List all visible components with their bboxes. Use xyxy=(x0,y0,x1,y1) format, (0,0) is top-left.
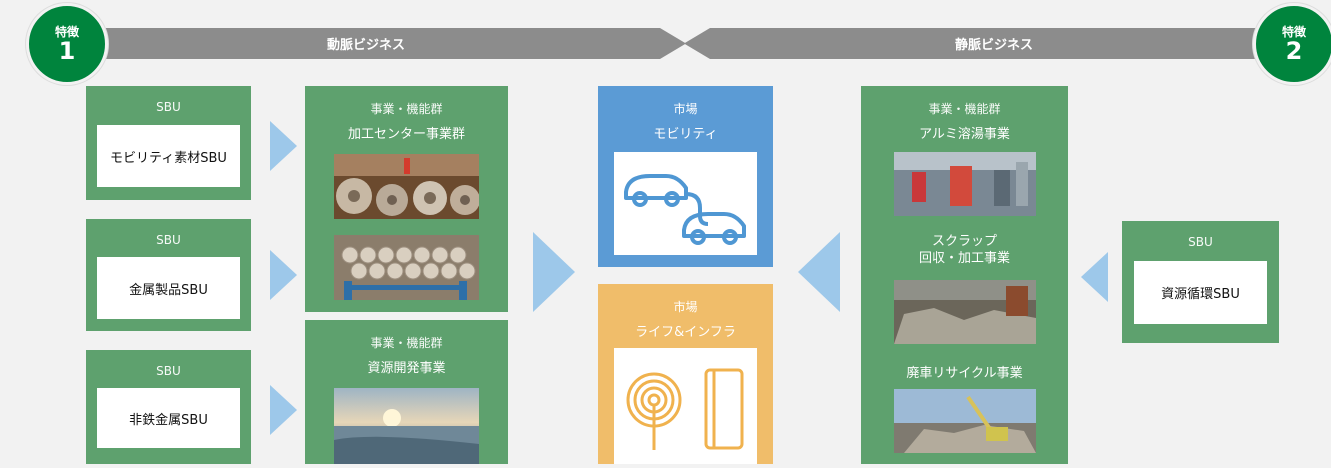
resource-development-box: 事業・機能群 資源開発事業 xyxy=(305,320,508,464)
market-caption: 市場 xyxy=(673,300,698,314)
arrow-left-from-sbu xyxy=(1081,252,1108,302)
sbu-box-mobility: SBU モビリティ素材SBU xyxy=(86,86,251,200)
arrow-right-1 xyxy=(270,121,297,171)
sbu-name: 非鉄金属SBU xyxy=(97,388,240,448)
business-title: 加工センター事業群 xyxy=(347,127,465,142)
arrow-right-3 xyxy=(270,385,297,435)
infra-panel xyxy=(614,348,757,464)
market-caption: 市場 xyxy=(673,102,698,116)
venous-business-banner: 静脈ビジネス xyxy=(724,28,1264,59)
sbu-box-resource-circulation: SBU 資源循環SBU xyxy=(1122,221,1279,343)
feature-number: 1 xyxy=(58,37,76,65)
aluminum-melt-title: アルミ溶湯事業 xyxy=(919,127,1010,142)
arterial-business-title: 動脈ビジネス xyxy=(326,38,405,53)
arrow-to-market-right xyxy=(798,232,840,312)
sunset-sea-photo xyxy=(334,388,479,464)
feature-2-badge: 特徴 2 xyxy=(1253,3,1331,85)
arrow-to-market-left xyxy=(533,232,575,312)
sbu-caption: SBU xyxy=(156,100,181,114)
recycling-business-box: 事業・機能群 アルミ溶湯事業 スクラップ 回収・加工事業 廃車リサイクル事業 xyxy=(861,86,1068,464)
banner-chevrons xyxy=(640,28,728,59)
feature-label: 特徴 xyxy=(54,25,79,39)
vehicle-recycling-title: 廃車リサイクル事業 xyxy=(906,366,1023,381)
right-chevron xyxy=(684,28,728,59)
scrap-yard-photo xyxy=(894,280,1036,344)
sbu-caption: SBU xyxy=(156,233,181,247)
arrow-right-2 xyxy=(270,250,297,300)
sbu-name: 資源循環SBU xyxy=(1134,261,1267,324)
scrap-collection-title: スクラップ 回収・加工事業 xyxy=(918,234,1010,266)
business-caption: 事業・機能群 xyxy=(370,336,443,350)
sbu-box-metal-products: SBU 金属製品SBU xyxy=(86,219,251,331)
sbu-name: モビリティ素材SBU xyxy=(97,125,240,187)
ev-panel xyxy=(614,152,757,255)
sbu-name: 金属製品SBU xyxy=(97,257,240,319)
left-chevron xyxy=(640,28,686,59)
market-mobility-box: 市場 モビリティ xyxy=(598,86,773,267)
sbu-box-nonferrous: SBU 非鉄金属SBU xyxy=(86,350,251,464)
sbu-caption: SBU xyxy=(1188,235,1213,249)
pipe-bundle-photo xyxy=(334,235,479,300)
feature-1-badge: 特徴 1 xyxy=(26,3,108,85)
market-title: モビリティ xyxy=(653,127,718,142)
aluminum-melt-photo xyxy=(894,152,1036,216)
vehicle-recycling-photo xyxy=(894,389,1036,453)
processing-center-box: 事業・機能群 加工センター事業群 xyxy=(305,86,508,312)
electric-car-icon xyxy=(624,174,746,245)
business-caption: 事業・機能群 xyxy=(370,102,443,116)
arterial-business-banner: 動脈ビジネス xyxy=(86,28,646,59)
feature-label: 特徴 xyxy=(1281,25,1306,39)
feature-number: 2 xyxy=(1285,37,1303,65)
antenna-and-building-icon xyxy=(626,368,744,450)
business-title: 資源開発事業 xyxy=(367,361,446,376)
market-title: ライフ&インフラ xyxy=(635,325,736,340)
business-caption: 事業・機能群 xyxy=(928,102,1001,116)
coil-warehouse-photo xyxy=(334,154,479,219)
venous-business-title: 静脈ビジネス xyxy=(954,38,1033,53)
market-life-infra-box: 市場 ライフ&インフラ xyxy=(598,284,773,464)
sbu-caption: SBU xyxy=(156,364,181,378)
